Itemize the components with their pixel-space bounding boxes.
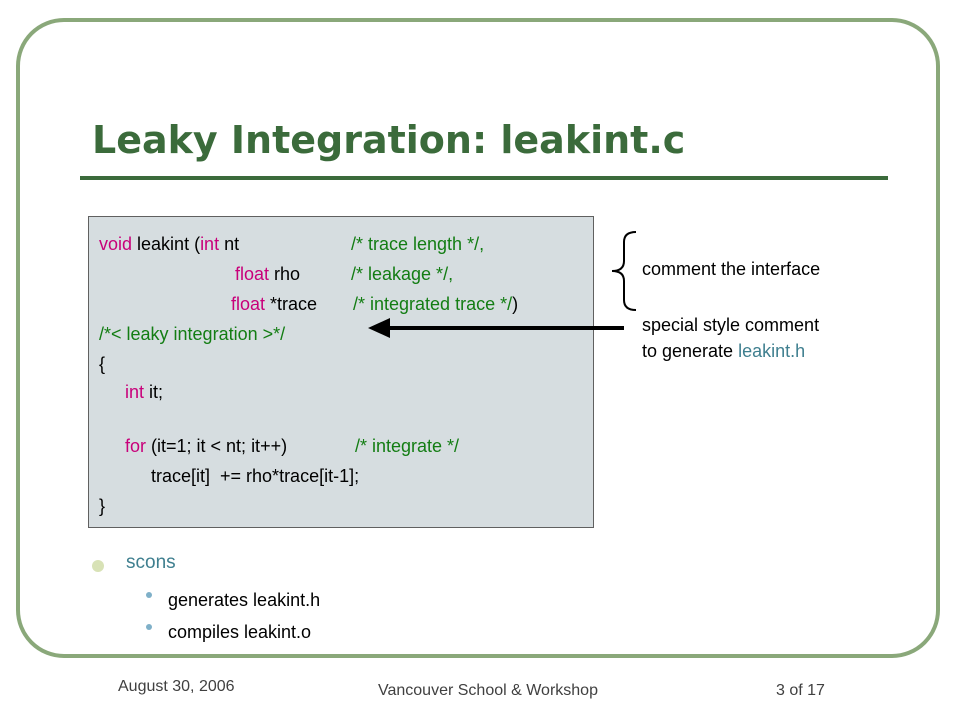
code-line-2: float rho	[235, 263, 300, 285]
footer-page-number: 3 of 17	[776, 682, 825, 699]
code-line-7: for (it=1; it < nt; it++)	[125, 435, 287, 457]
note-special-comment: special style comment	[642, 315, 820, 335]
code-text: nt	[219, 234, 240, 254]
note-generate-header: to generate leakint.h	[642, 338, 805, 364]
code-line-8: trace[it] += rho*trace[it-1];	[151, 466, 360, 486]
bullet-scons: scons	[126, 552, 176, 573]
code-line-3: float *trace	[231, 293, 317, 315]
code-line-4: /*< leaky integration >*/	[99, 324, 286, 344]
code-text: leakint (	[132, 234, 201, 254]
curly-brace-icon	[611, 231, 637, 311]
code-comment-line-3: /* integrated trace */)	[353, 293, 518, 315]
code-block: void leakint (int nt /* trace length */,…	[88, 216, 594, 528]
code-keyword: for	[125, 436, 147, 456]
code-comment: /* integrate */	[355, 436, 460, 456]
code-keyword: float	[231, 294, 266, 314]
code-text: (it=1; it < nt; it++)	[146, 436, 288, 456]
title-underline	[80, 176, 888, 180]
note-filename: leakint.h	[738, 341, 806, 361]
code-text: it;	[144, 382, 164, 402]
code-keyword: int	[200, 234, 220, 254]
code-comment: /* integrated trace */	[353, 294, 513, 314]
sub-bullet-dot-icon	[146, 592, 152, 598]
code-comment: /* trace length */,	[351, 234, 485, 254]
sub-bullet-compiles: compiles leakint.o	[168, 622, 312, 642]
code-line-6: int it;	[125, 381, 163, 403]
note-text: to generate	[642, 341, 739, 361]
sub-bullet-generates: generates leakint.h	[168, 590, 321, 610]
code-line-5: {	[99, 354, 106, 374]
bullet-dot-icon	[92, 560, 104, 572]
code-text: *trace	[265, 294, 318, 314]
note-comment-interface: comment the interface	[642, 259, 821, 279]
slide-title: Leaky Integration: leakint.c	[92, 118, 686, 162]
code-text: rho	[269, 264, 301, 284]
left-arrow-icon	[368, 318, 624, 338]
code-line-9: }	[99, 496, 106, 516]
footer-date: August 30, 2006	[118, 678, 235, 695]
sub-bullet-dot-icon	[146, 624, 152, 630]
code-keyword: float	[235, 264, 270, 284]
code-keyword: void	[99, 234, 133, 254]
code-comment: /* leakage */,	[351, 264, 454, 284]
code-keyword: int	[125, 382, 145, 402]
code-line-1: void leakint (int nt	[99, 233, 239, 255]
code-text: )	[512, 294, 519, 314]
footer-title: Vancouver School & Workshop	[378, 682, 598, 699]
